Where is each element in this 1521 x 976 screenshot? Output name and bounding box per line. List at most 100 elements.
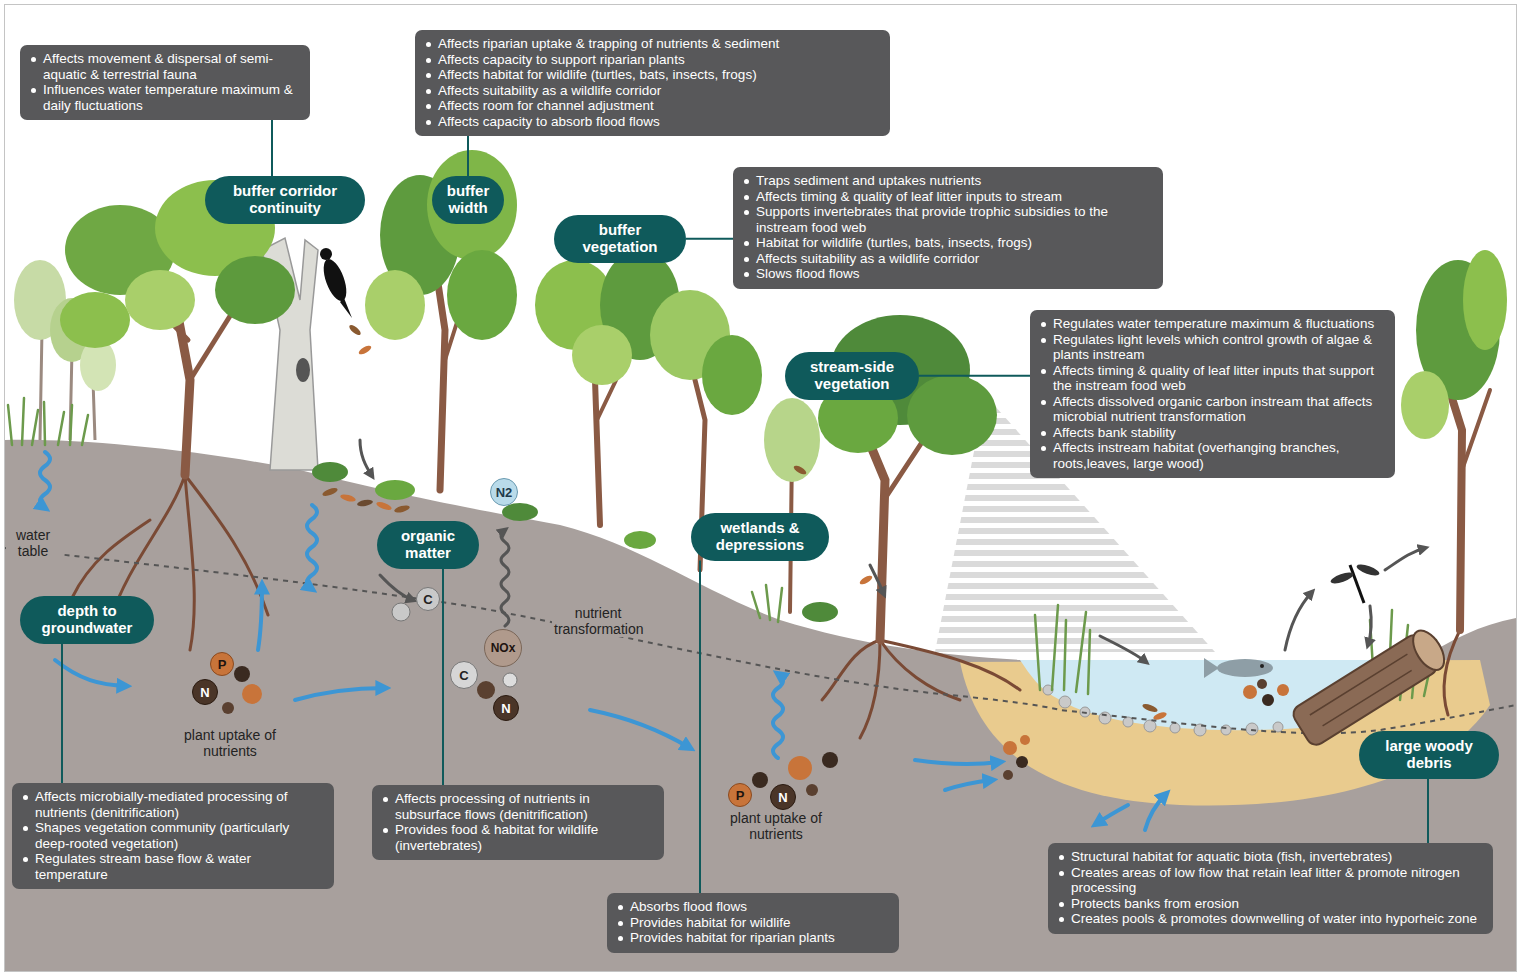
streambed-pebbles <box>1273 722 1283 732</box>
tree-canopies <box>702 335 762 415</box>
tree-roots <box>1444 630 1460 715</box>
bullet-text: Affects microbially-mediated processing … <box>22 789 324 820</box>
leaf-litter <box>1141 702 1158 713</box>
callout-box: Regulates water temperature maximum & fl… <box>1030 310 1395 478</box>
fish <box>1260 664 1264 668</box>
bullet-text: Protects banks from erosion <box>1058 896 1483 912</box>
circle-label: N <box>778 791 787 804</box>
bullet-text: Creates pools & promotes downwelling of … <box>1058 911 1483 927</box>
bullet-text: Creates areas of low flow that retain le… <box>1058 865 1483 896</box>
water-flow-arrows <box>258 585 262 650</box>
shrubs <box>802 602 838 622</box>
frame <box>5 5 1517 972</box>
cormorant-bird <box>319 256 351 304</box>
nutrient-circle: C <box>450 661 478 689</box>
large-woody-debris-log <box>1290 625 1451 748</box>
tree-trunks <box>130 230 1490 640</box>
nutrient-particles <box>503 673 517 687</box>
leader-line <box>699 561 701 893</box>
material-flow-arrows <box>870 565 884 594</box>
bullet-text: Absorbs flood flows <box>617 899 889 915</box>
water-flow-arrows <box>40 452 1166 830</box>
circle-label: P <box>218 658 227 671</box>
bullet-text: Habitat for wildlife (turtles, bats, ins… <box>743 235 1153 251</box>
circle-label: C <box>459 669 468 682</box>
tree-roots <box>185 475 194 650</box>
tree-trunks <box>860 420 885 640</box>
pill-label: buffer width <box>440 183 496 217</box>
tree-roots <box>72 520 150 598</box>
cormorant-bird <box>340 298 352 318</box>
nutrient-particles <box>1257 679 1267 689</box>
callout-box: Structural habitat for aquatic biota (fi… <box>1048 843 1493 934</box>
bullet-text: Supports invertebrates that provide trop… <box>743 204 1153 235</box>
nutrient-particles <box>242 684 262 704</box>
bullet-text: Affects room for channel adjustment <box>425 98 880 114</box>
large-woody-debris-log <box>1407 625 1451 675</box>
reeds <box>8 398 1436 700</box>
bullet-text: Provides habitat for riparian plants <box>617 930 889 946</box>
leaf-litter <box>858 574 873 586</box>
category-pill: buffer vegetation <box>554 215 686 263</box>
water-flow-arrows <box>1145 794 1166 830</box>
tree-canopies <box>1463 250 1507 350</box>
material-flow-arrows <box>360 440 372 476</box>
dragonfly <box>1355 562 1380 578</box>
bullet-text: Slows flood flows <box>743 266 1153 282</box>
bullet-text: Traps sediment and uptakes nutrients <box>743 173 1153 189</box>
nutrient-particles <box>1262 694 1274 706</box>
nutrient-circle: N <box>493 695 519 721</box>
nutrient-circle: NOx <box>484 629 522 667</box>
water-flow-arrows <box>1096 805 1128 824</box>
bullet-text: Affects bank stability <box>1040 425 1385 441</box>
bullet-text: Regulates water temperature maximum & fl… <box>1040 316 1385 332</box>
category-pill: large woody debris <box>1359 731 1499 779</box>
shrubs <box>624 531 656 549</box>
bullet-text: Shapes vegetation community (particularl… <box>22 820 324 851</box>
callout-box: Affects movement & dispersal of semi-aqu… <box>20 45 310 120</box>
shrubs <box>312 462 348 482</box>
tree-canopies <box>365 270 425 340</box>
water-table-line <box>5 548 1516 733</box>
leaf-litter <box>792 464 807 476</box>
tree-trunks <box>1462 390 1490 470</box>
nutrient-particles <box>477 681 495 699</box>
bullet-text: Affects timing & quality of leaf litter … <box>743 189 1153 205</box>
bullet-text: Affects instream habitat (overhanging br… <box>1040 440 1385 471</box>
bullet-text: Affects suitability as a wildlife corrid… <box>425 83 880 99</box>
annotation-label: plant uptake of nutrients <box>178 728 282 759</box>
nutrient-circle: P <box>728 783 752 807</box>
circle-label: N <box>200 686 209 699</box>
nutrient-particles <box>788 756 812 780</box>
circle-label: N <box>501 702 510 715</box>
large-woody-debris-log <box>1310 654 1416 729</box>
streambed-pebbles <box>1099 712 1111 724</box>
nutrient-particles <box>1003 741 1017 755</box>
leader-line <box>686 238 733 240</box>
leaf-litter <box>375 500 392 511</box>
leaf-litter <box>339 493 356 503</box>
tree-roots <box>860 640 880 738</box>
nutrient-particles <box>1243 685 1257 699</box>
bullet-text: Affects dissolved organic carbon instrea… <box>1040 394 1385 425</box>
leader-line <box>271 120 273 176</box>
pill-label: large woody debris <box>1367 738 1491 772</box>
dragonfly <box>1329 570 1354 586</box>
streambed-pebbles <box>1043 685 1283 736</box>
reeds <box>1035 605 1090 694</box>
water-flow-arrows <box>295 688 385 700</box>
nutrient-particles <box>752 772 768 788</box>
streambed-pebbles <box>1246 723 1258 735</box>
tree-roots <box>72 475 1460 738</box>
nutrient-circle: N <box>192 679 218 705</box>
pill-label: stream-side vegetation <box>793 359 911 393</box>
leaf-litter <box>357 344 372 356</box>
streambed-pebbles <box>1170 723 1180 733</box>
pill-label: buffer vegetation <box>562 222 678 256</box>
bullet-text: Affects habitat for wildlife (turtles, b… <box>425 67 880 83</box>
tree-canopies <box>1401 371 1449 439</box>
nutrient-particles <box>1020 735 1030 745</box>
material-flow-arrows <box>501 530 509 626</box>
